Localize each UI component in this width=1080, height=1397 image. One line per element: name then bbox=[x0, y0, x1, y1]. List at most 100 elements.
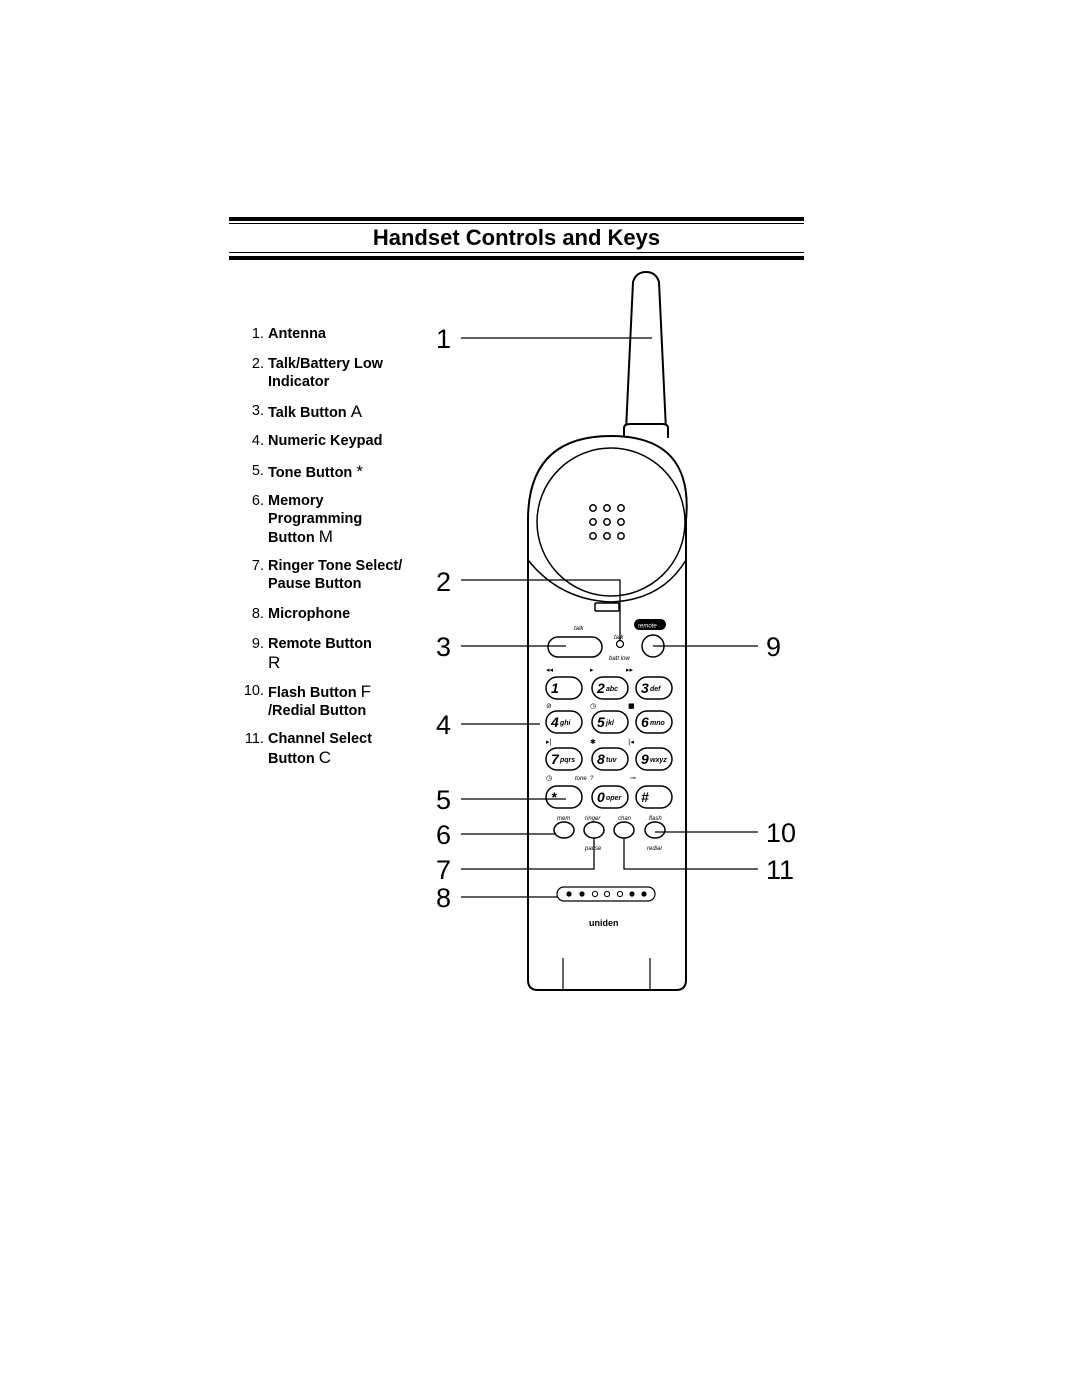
legend-label: Talk Button A bbox=[268, 402, 363, 421]
key-shape[interactable] bbox=[591, 710, 629, 734]
key-shape[interactable] bbox=[635, 747, 673, 771]
key-shape[interactable] bbox=[545, 710, 583, 734]
key-shape[interactable] bbox=[635, 785, 673, 809]
batt-low-label: batt low bbox=[609, 656, 630, 662]
page-title: Handset Controls and Keys bbox=[372, 225, 661, 250]
key-letters: wxyz bbox=[650, 757, 667, 764]
key-pound[interactable]: # bbox=[635, 785, 673, 809]
key-digit: 4 bbox=[550, 714, 559, 730]
key-digit: 3 bbox=[641, 680, 649, 696]
mem-button[interactable] bbox=[553, 821, 575, 839]
key-letters: abc bbox=[606, 686, 618, 693]
legend-number: 5. bbox=[251, 463, 264, 479]
ringer-label: ringer bbox=[585, 816, 601, 822]
key-1[interactable]: 1 bbox=[545, 676, 583, 700]
title-rule-bottom-thick bbox=[229, 256, 804, 260]
brand-logo: uniden bbox=[589, 918, 619, 928]
talk-button[interactable] bbox=[547, 636, 603, 658]
talk-key-icon: A bbox=[350, 402, 363, 421]
tone-question-icon: ? bbox=[590, 776, 594, 782]
legend-number: 7. bbox=[251, 558, 264, 574]
callout-9: 9 bbox=[766, 632, 781, 662]
title-rule-bottom-thin bbox=[229, 252, 804, 253]
callout-3: 3 bbox=[436, 632, 451, 662]
legend-number: 1. bbox=[251, 326, 264, 342]
legend-label: Numeric Keypad bbox=[268, 433, 383, 449]
talk-led-label: talk bbox=[614, 635, 624, 641]
key-digit: 2 bbox=[596, 680, 605, 696]
asterisk-icon: ✱ bbox=[590, 738, 596, 746]
callout-6: 6 bbox=[436, 820, 451, 850]
legend-number: 4. bbox=[251, 433, 264, 449]
answer-icon: ◷ bbox=[590, 702, 597, 710]
legend-label: Ringer Tone Select/Pause Button bbox=[268, 558, 403, 592]
key-digit: 0 bbox=[597, 789, 605, 805]
remote-badge bbox=[634, 619, 666, 630]
key-digit: 1 bbox=[551, 680, 559, 696]
key-shape[interactable] bbox=[635, 676, 673, 700]
chan-label: chan bbox=[618, 816, 632, 822]
key-shape[interactable] bbox=[591, 747, 629, 771]
skip-forward-icon: ▸| bbox=[546, 738, 552, 746]
delete-icon: ⊘ bbox=[546, 702, 552, 710]
key-shape[interactable] bbox=[545, 676, 583, 700]
microphone bbox=[556, 886, 656, 902]
ringer-pause-button[interactable] bbox=[583, 821, 605, 839]
key-icon: ⊸ bbox=[630, 774, 636, 782]
flash-redial-button[interactable] bbox=[644, 821, 666, 839]
key-shape[interactable] bbox=[635, 710, 673, 734]
key-shape[interactable] bbox=[591, 785, 629, 809]
callout-1: 1 bbox=[436, 324, 451, 354]
legend-label: Tone Button * bbox=[268, 462, 363, 481]
callout-4: 4 bbox=[436, 710, 451, 740]
key-star[interactable]: * bbox=[545, 785, 583, 809]
redial-label: redial bbox=[647, 846, 662, 852]
key-letters: oper bbox=[606, 795, 622, 802]
legend-number: 11. bbox=[244, 731, 264, 747]
key-letters: def bbox=[650, 686, 661, 693]
keypad-function-icons: ◂◂ ▸ ▸▸ ⊘ ◷ ■ ▸| ✱ |◂ ◷ ⊸ bbox=[546, 666, 636, 782]
flash-label: flash bbox=[649, 816, 662, 822]
leader-2 bbox=[461, 579, 621, 640]
tone-label: tone bbox=[575, 776, 587, 782]
channel-select-button[interactable] bbox=[613, 821, 635, 839]
speaker-slot bbox=[594, 602, 620, 612]
remote-badge-label: remote bbox=[638, 624, 657, 630]
key-digit: 5 bbox=[597, 714, 605, 730]
callout-11: 11 bbox=[766, 855, 794, 885]
tone-key-icon: * bbox=[356, 462, 363, 481]
legend-number: 10. bbox=[243, 683, 264, 699]
key-shape[interactable] bbox=[545, 747, 583, 771]
key-digit: 9 bbox=[641, 751, 649, 767]
legend-number: 3. bbox=[251, 403, 264, 419]
flash-key-icon: F bbox=[360, 682, 372, 701]
key-letters: tuv bbox=[606, 757, 618, 764]
earpiece-holes bbox=[589, 504, 625, 540]
key-shape[interactable] bbox=[591, 676, 629, 700]
key-letters: mno bbox=[650, 720, 666, 727]
legend-number: 8. bbox=[251, 606, 264, 622]
play-icon: ▸ bbox=[590, 666, 594, 674]
key-digit: 6 bbox=[641, 714, 649, 730]
rewind-icon: ◂◂ bbox=[546, 666, 554, 674]
talk-battery-led-icon bbox=[615, 639, 625, 649]
channel-key-icon: C bbox=[318, 747, 332, 767]
title-rule-top-thick bbox=[229, 217, 804, 221]
key-shape[interactable] bbox=[545, 785, 583, 809]
pause-label: pause bbox=[584, 846, 602, 852]
callout-7: 7 bbox=[436, 855, 451, 885]
